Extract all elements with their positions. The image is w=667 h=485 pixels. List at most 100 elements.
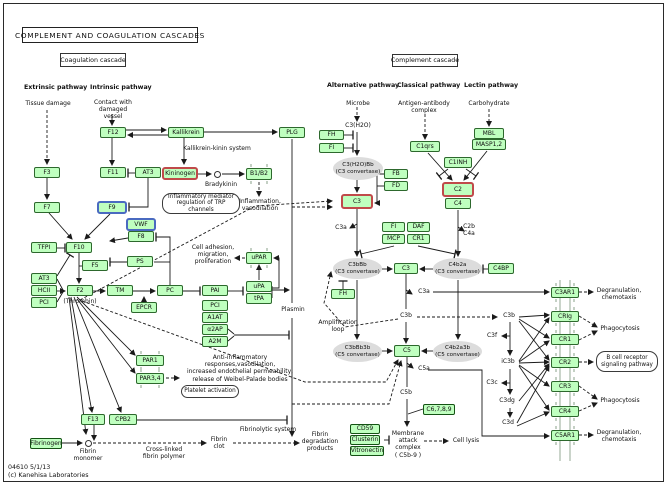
label-c3f: C3f	[486, 332, 498, 339]
gene-c1qrs[interactable]: C1qrs	[410, 141, 440, 152]
gene-c4[interactable]: C4	[445, 198, 471, 209]
gene-masp12[interactable]: MASP1,2	[472, 139, 506, 150]
gene-par34[interactable]: PAR3,4	[136, 373, 164, 384]
gene-f3[interactable]: F3	[34, 167, 60, 178]
gene-fh-2[interactable]: FH	[331, 289, 355, 299]
complex-c3h2obb: C3(H2O)Bb (C3 convertase)	[333, 157, 383, 180]
gene-cpb2[interactable]: CPB2	[109, 414, 137, 425]
edge-c1inh-right	[465, 168, 480, 181]
gene-cr1-membrane[interactable]: CR1	[551, 334, 579, 345]
gene-f10[interactable]: F10	[66, 242, 92, 253]
gene-fi-2[interactable]: FI	[382, 222, 405, 232]
edge-f9-f10	[84, 213, 111, 240]
gene-c6789[interactable]: C6,7,8,9	[423, 404, 455, 415]
gene-pci[interactable]: PCI	[31, 297, 57, 308]
gene-fi-top[interactable]: FI	[319, 143, 344, 153]
header-alternative-pathway: Alternative pathway	[327, 82, 400, 89]
edge-a2ap-bracket-1	[227, 328, 235, 335]
gene-cr2[interactable]: CR2	[551, 357, 579, 368]
gene-a2m[interactable]: A2M	[202, 336, 228, 347]
edge-c6789-mac	[407, 408, 424, 415]
gene-kallikrein[interactable]: Kallikrein	[168, 127, 204, 138]
gene-cr1-group[interactable]: CR1	[407, 234, 430, 244]
gene-upar[interactable]: uPAR	[246, 252, 272, 264]
edge-ic3b-cr4	[518, 365, 550, 411]
gene-fd[interactable]: FD	[384, 181, 408, 191]
edge-f2-par34	[76, 298, 136, 374]
gene-f9[interactable]: F9	[97, 201, 127, 214]
gene-crig[interactable]: CRIg	[551, 311, 579, 322]
gene-c5[interactable]: C5	[394, 345, 420, 357]
gene-epcr[interactable]: EPCR	[131, 302, 157, 313]
gene-f7[interactable]: F7	[34, 202, 60, 213]
gene-at3[interactable]: AT3	[31, 273, 57, 284]
gene-daf[interactable]: DAF	[407, 222, 430, 232]
gene-c3[interactable]: C3	[341, 194, 373, 209]
label-c3d: C3d	[502, 419, 514, 426]
gene-fb[interactable]: FB	[384, 169, 408, 179]
edge-cr4-phagocytosis	[578, 402, 598, 412]
gene-at3-top[interactable]: AT3	[135, 167, 161, 178]
gene-c3ar1[interactable]: C3AR1	[551, 287, 579, 298]
gene-pc[interactable]: PC	[157, 285, 183, 296]
gene-f11[interactable]: F11	[100, 167, 126, 178]
gene-cd59[interactable]: CD59	[350, 424, 380, 434]
gene-mcp[interactable]: MCP	[382, 234, 405, 244]
gene-hcii[interactable]: HCII	[31, 285, 57, 296]
label-plasmin: Plasmin	[281, 306, 305, 313]
label-inflammation-vasodilation: Inflammation, vasodilation	[239, 198, 281, 213]
edge-c1qrs-c2	[427, 152, 453, 181]
gene-c3-small[interactable]: C3	[394, 263, 418, 274]
gene-fh-top[interactable]: FH	[319, 130, 344, 140]
edge-ic3b-cr1	[518, 340, 550, 363]
section-complement-cascade[interactable]: Complement cascade	[391, 54, 459, 67]
gene-plg[interactable]: PLG	[279, 127, 305, 138]
edge-at3-f9	[128, 178, 149, 212]
gene-pai[interactable]: PAI	[202, 285, 228, 296]
gene-f13[interactable]: F13	[81, 414, 105, 425]
gene-c1inh[interactable]: C1INH	[444, 157, 472, 168]
gene-kininogen[interactable]: Kininogen	[162, 167, 198, 180]
edge-c3b-cr1	[518, 318, 550, 339]
edge-plasmin-c5	[292, 360, 403, 405]
gene-pci-2[interactable]: PCI	[202, 300, 228, 311]
gene-cr3[interactable]: CR3	[551, 381, 579, 392]
gene-b1b2[interactable]: B1/B2	[246, 168, 272, 180]
gene-c5ar1[interactable]: C5AR1	[551, 430, 579, 441]
edge-c3b-crig	[518, 312, 550, 319]
ref-platelet-activation[interactable]: Platelet activation	[181, 385, 239, 398]
section-coagulation-cascade[interactable]: Coagulation cascade	[60, 53, 126, 67]
label-contact-damaged-vessel: Contact with damaged vessel	[94, 99, 132, 121]
edge-f2-c5	[81, 300, 399, 383]
label-antigen-antibody: Antigen-antibody complex	[398, 100, 450, 115]
gene-a2ap[interactable]: α2AP	[202, 324, 228, 335]
gene-f8[interactable]: F8	[128, 231, 154, 242]
gene-cr4[interactable]: CR4	[551, 406, 579, 417]
ref-bcell-receptor[interactable]: B cell receptor signaling pathway	[596, 351, 658, 372]
gene-f12[interactable]: F12	[100, 127, 126, 138]
label-c5a: C5a	[418, 365, 430, 372]
gene-tpa[interactable]: tPA	[246, 293, 272, 304]
gene-vwf[interactable]: VWF	[126, 218, 156, 231]
gene-mbl[interactable]: MBL	[474, 128, 504, 139]
gene-ps[interactable]: PS	[127, 256, 153, 267]
gene-c4bp[interactable]: C4BP	[488, 263, 514, 274]
gene-f2[interactable]: F2	[67, 285, 93, 296]
label-c3b-right: C3b	[503, 312, 515, 319]
gene-tfpi[interactable]: TFPI	[31, 242, 57, 253]
label-thrombin: (Thrombin)	[63, 298, 97, 305]
gene-f5[interactable]: F5	[82, 260, 108, 271]
ref-trp-channels[interactable]: Inflammatory mediator regulation of TRP …	[162, 193, 240, 214]
edge-c3d-cr4	[516, 411, 550, 427]
gene-vitronectin[interactable]: Vitronectin	[350, 446, 384, 456]
edge-f7-f10	[48, 212, 73, 240]
gene-upa[interactable]: uPA	[246, 281, 272, 292]
header-classical-pathway: Classical pathway	[397, 82, 461, 89]
gene-a1at[interactable]: A1AT	[202, 312, 228, 323]
gene-fibrinogen[interactable]: Fibrinogen	[30, 438, 62, 449]
edge-c3d-cr2	[516, 365, 550, 424]
gene-clusterin[interactable]: Clusterin	[350, 435, 380, 445]
gene-c2[interactable]: C2	[442, 182, 474, 197]
gene-tm[interactable]: TM	[107, 285, 133, 296]
gene-par1[interactable]: PAR1	[136, 355, 164, 366]
